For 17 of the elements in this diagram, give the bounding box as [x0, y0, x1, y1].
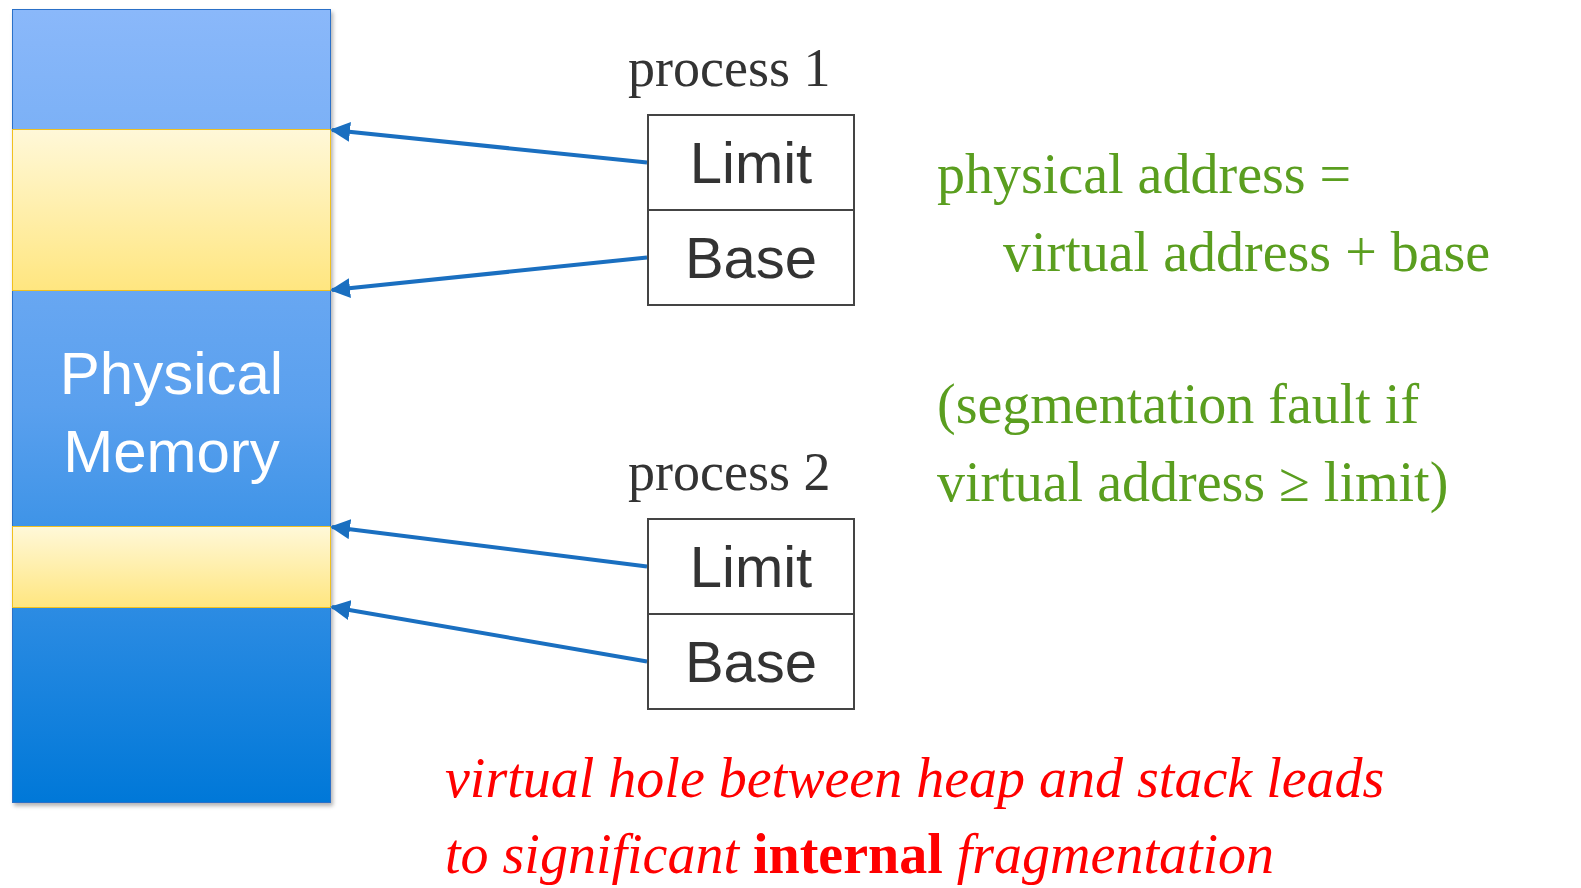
base-register-cell: Base	[647, 209, 855, 306]
note-text: (segmentation fault if virtual address ≥ limit)	[937, 372, 1450, 515]
limit-register-cell: Limit	[647, 518, 855, 615]
process-label: process 1	[628, 38, 831, 98]
memory-segment	[12, 129, 331, 291]
formula-text: physical address = virtual address + base	[937, 142, 1492, 285]
base-register-cell: Base	[647, 613, 855, 710]
memory-segment	[12, 526, 331, 608]
arrow	[330, 600, 648, 664]
arrow	[330, 519, 648, 569]
memory-column	[12, 9, 331, 803]
memory-label: Physical Memory	[58, 339, 285, 487]
arrow	[330, 255, 648, 299]
limit-register-cell: Limit	[647, 114, 855, 211]
note-text: virtual hole between heap and stack leads to significant internal fragmentation	[445, 746, 1386, 887]
arrow	[330, 121, 648, 165]
process-label: process 2	[628, 442, 831, 502]
